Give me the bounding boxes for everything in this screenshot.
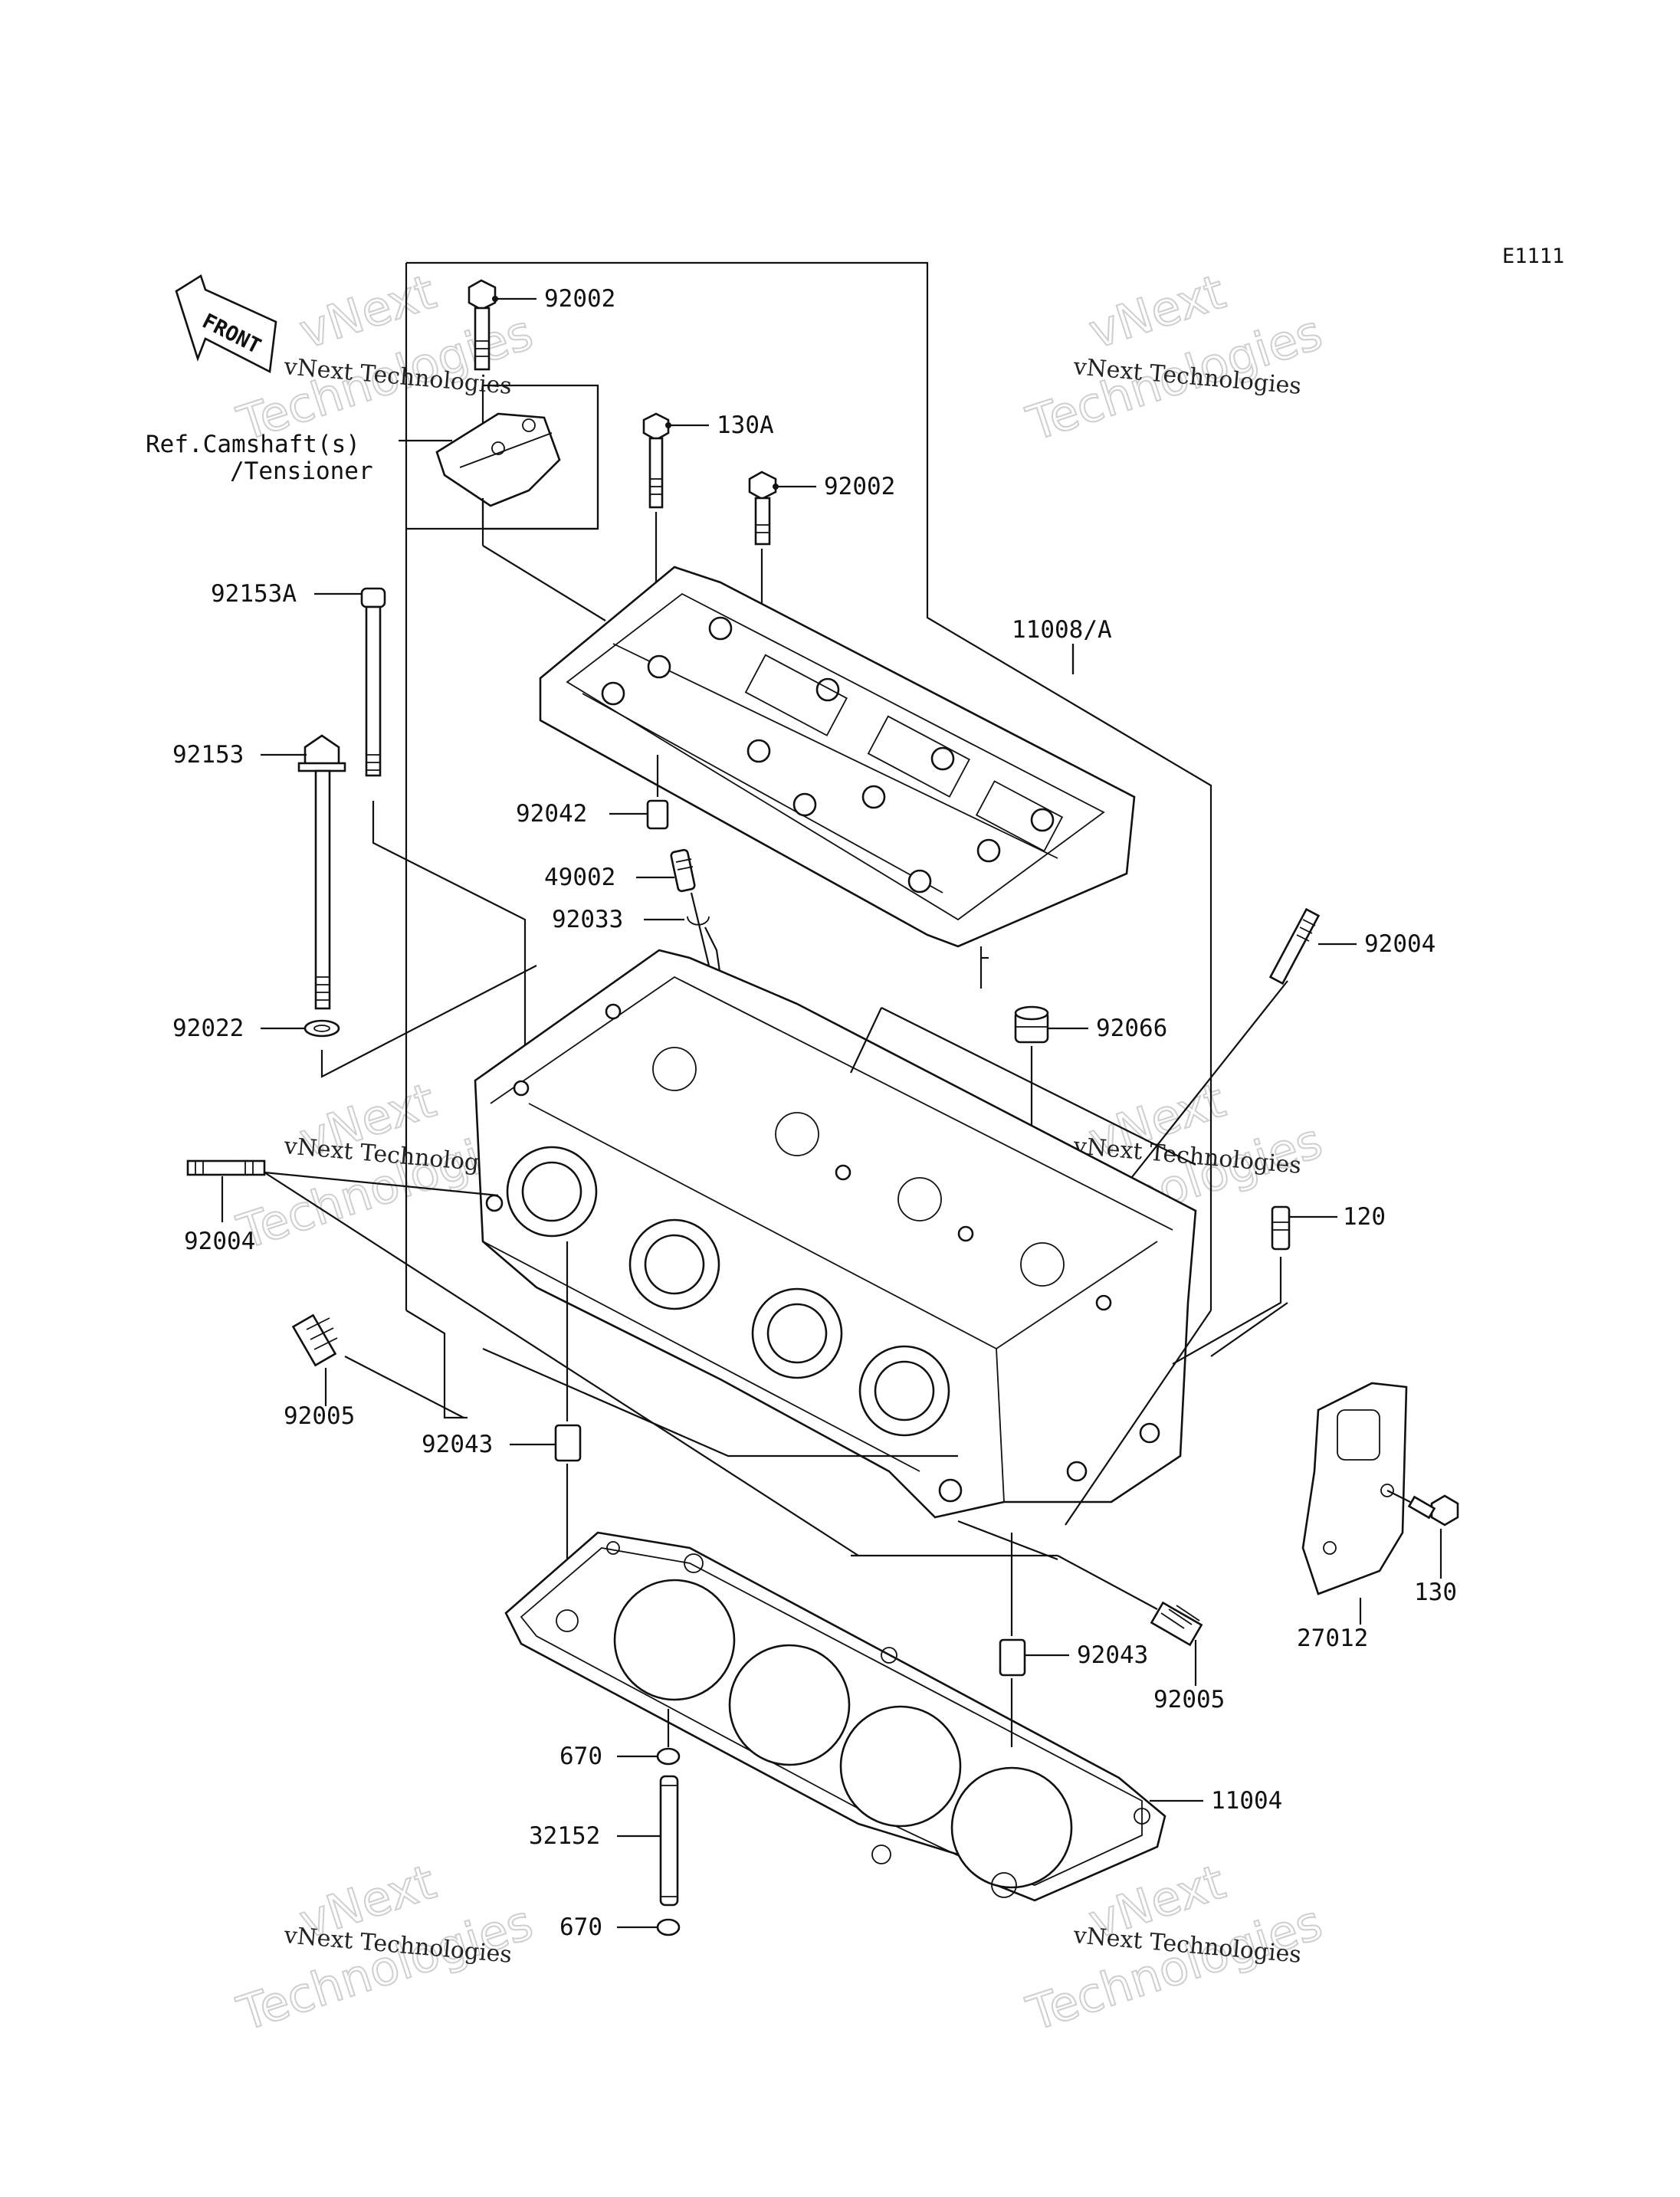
callout-92004-right: 92004 (1364, 930, 1436, 958)
callout-92043-right: 92043 (1077, 1641, 1148, 1669)
callout-120: 120 (1343, 1203, 1386, 1231)
callout-130: 130 (1414, 1579, 1457, 1606)
bolt-92002-top (468, 279, 536, 371)
watermark-group-bottom-left: vNext Technologies vNext Technologies (230, 1853, 540, 2043)
assembly-lines (405, 1007, 1288, 1561)
ref-note-line2: /Tensioner (230, 457, 373, 485)
callout-92002-top: 92002 (544, 285, 615, 313)
bolt-130 (1386, 1490, 1459, 1579)
callout-130A: 130A (717, 412, 774, 439)
callout-670-top: 670 (559, 1743, 602, 1770)
oring-670-bottom (617, 1918, 681, 1936)
callout-670-bottom: 670 (559, 1913, 602, 1941)
camshaft-tensioner-ref-part (399, 412, 606, 621)
bracket-27012 (1301, 1382, 1408, 1625)
callout-92033: 92033 (552, 906, 623, 933)
front-arrow-icon: FRONT (175, 274, 277, 374)
valve-lifter-49002 (636, 848, 710, 966)
fitting-92005-left (291, 1313, 464, 1418)
dowel-92043-left (510, 1241, 582, 1617)
bolt-92002-mid (748, 471, 816, 605)
bolt-120 (1172, 1205, 1337, 1365)
diagram-code: E1111 (1502, 244, 1564, 268)
callout-92004-left: 92004 (184, 1228, 255, 1255)
callout-11004: 11004 (1211, 1787, 1282, 1815)
callout-92005-right: 92005 (1153, 1686, 1225, 1713)
callout-92042: 92042 (516, 800, 587, 828)
callout-92153A: 92153A (211, 580, 297, 608)
callout-49002: 49002 (544, 864, 615, 891)
callout-92153: 92153 (172, 741, 244, 769)
callout-92043-left: 92043 (422, 1431, 493, 1458)
stud-92004-right (1111, 907, 1357, 1204)
callout-27012: 27012 (1297, 1625, 1368, 1652)
callout-92005-left: 92005 (284, 1402, 355, 1430)
camshaft-holder-11008A (539, 566, 1136, 989)
callout-92002-mid: 92002 (824, 473, 895, 500)
callout-92022: 92022 (172, 1015, 244, 1042)
washer-92022 (261, 965, 537, 1078)
bolt-92153 (261, 734, 346, 1010)
fitting-92005-right (1057, 1555, 1203, 1686)
bolt-92153A (314, 587, 527, 1058)
callout-32152: 32152 (529, 1822, 600, 1850)
ref-note-line1: Ref.Camshaft(s) (146, 431, 360, 458)
watermark-group-top-right: vNext Technologies vNext Technologies (1019, 263, 1329, 453)
cylinder-head-body (474, 949, 1197, 1519)
dowel-92042 (609, 755, 669, 830)
oring-670-top (617, 1709, 681, 1766)
plug-92066 (1014, 1005, 1088, 1265)
callout-11008A: 11008/A (1012, 616, 1112, 644)
dowel-92043-right (999, 1533, 1069, 1747)
stud-92004-left (186, 1159, 859, 1556)
callout-92066: 92066 (1096, 1015, 1167, 1042)
pipe-32152 (617, 1775, 679, 1907)
head-gasket-11004 (504, 1531, 1203, 1902)
